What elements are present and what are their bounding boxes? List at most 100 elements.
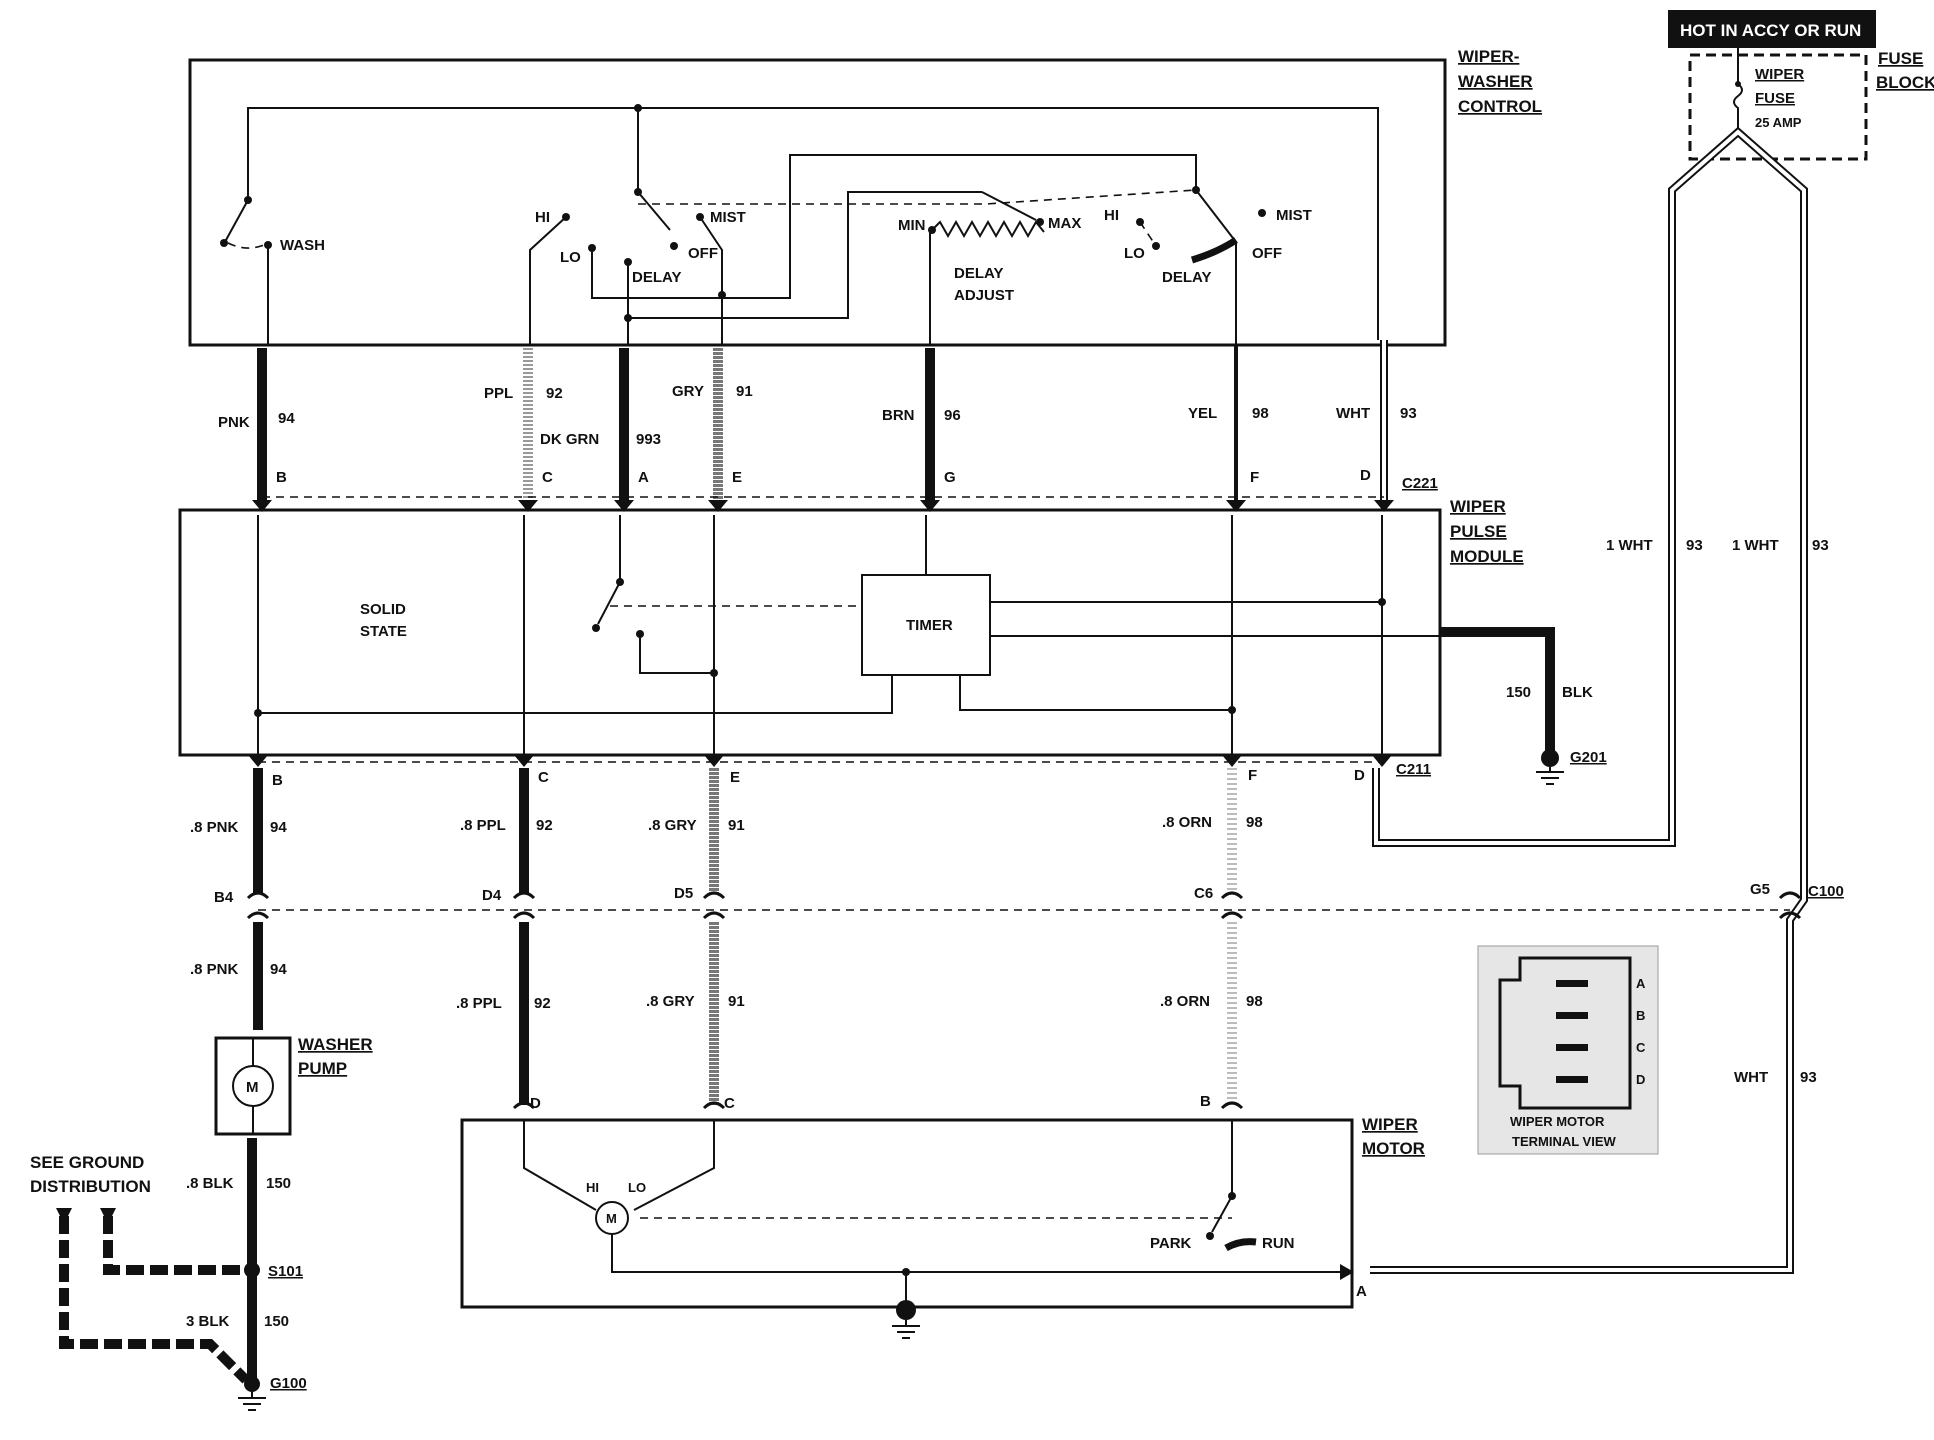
power-header: HOT IN ACCY OR RUN xyxy=(1668,10,1876,48)
dkgrn-num: 993 xyxy=(636,431,661,448)
power-label: HOT IN ACCY OR RUN xyxy=(1680,21,1861,40)
wiper-fuse-label-2: FUSE xyxy=(1755,90,1795,107)
c221-pin-b: B xyxy=(276,469,287,486)
washer-pump-title-2: PUMP xyxy=(298,1059,347,1078)
c211-pin-d: D xyxy=(1354,767,1365,784)
wht-feed-loop: 1 WHT 93 1 WHT 93 WHT 93 xyxy=(1370,126,1829,1274)
connector-c211: B C E F D C211 xyxy=(248,755,1431,789)
pulse-title-1: WIPER xyxy=(1450,497,1506,516)
c211-pin-e: E xyxy=(730,769,740,786)
wiper-pulse-module: WIPER PULSE MODULE SOLID STATE TIMER xyxy=(178,497,1524,757)
g201-name: G201 xyxy=(1570,749,1607,766)
brn-num: 96 xyxy=(944,407,961,424)
lo-label-1: LO xyxy=(560,249,581,266)
fuse-rating: 25 AMP xyxy=(1755,115,1802,130)
gry-num: 91 xyxy=(736,383,753,400)
solid-state-2: STATE xyxy=(360,623,407,640)
c100-name: C100 xyxy=(1808,883,1844,900)
c100-pin-b4: B4 xyxy=(214,889,234,906)
delay-adjust-resistor xyxy=(931,219,1045,239)
ground-dist-2: DISTRIBUTION xyxy=(30,1177,151,1196)
low-gry-label: .8 GRY xyxy=(646,993,695,1010)
c221-pin-g: G xyxy=(944,469,956,486)
ground-dist-1: SEE GROUND xyxy=(30,1153,144,1172)
fuse-block-title: FUSE xyxy=(1878,49,1923,68)
ppl-num: 92 xyxy=(546,385,563,402)
off-label-2: OFF xyxy=(1252,245,1282,262)
s101-name: S101 xyxy=(268,1263,303,1280)
upper-wires: PNK 94 PPL 92 DK GRN 993 GRY 91 BRN 96 Y… xyxy=(218,340,1417,500)
feed-left-label: 1 WHT xyxy=(1606,537,1653,554)
solid-state-1: SOLID xyxy=(360,601,406,618)
g100-name: G100 xyxy=(270,1375,307,1392)
terminal-pin-b: B xyxy=(1636,1008,1645,1023)
mist-label-1: MIST xyxy=(710,209,746,226)
hi-label-1: HI xyxy=(535,209,550,226)
lo-label-2: LO xyxy=(1124,245,1145,262)
mid-orn-num: 98 xyxy=(1246,814,1263,831)
blk3-num: 150 xyxy=(264,1313,289,1330)
washer-motor-symbol: M xyxy=(246,1079,259,1096)
c221-name: C221 xyxy=(1402,475,1438,492)
feed-right-num: 93 xyxy=(1812,537,1829,554)
c211-pin-c: C xyxy=(538,769,549,786)
ground-g201: 150 BLK G201 xyxy=(1440,627,1607,785)
c221-pin-d: D xyxy=(1360,467,1371,484)
mid-ppl-num: 92 xyxy=(536,817,553,834)
ground-distribution: SEE GROUND DISTRIBUTION .8 BLK 150 3 BLK… xyxy=(30,1138,307,1411)
blk8-label: .8 BLK xyxy=(186,1175,234,1192)
wht-num: 93 xyxy=(1400,405,1417,422)
mid-ppl-label: .8 PPL xyxy=(460,817,506,834)
c100-pin-c6: C6 xyxy=(1194,885,1213,902)
brn-label: BRN xyxy=(882,407,915,424)
c221-pin-f: F xyxy=(1250,469,1259,486)
blk8-num: 150 xyxy=(266,1175,291,1192)
delay-label-2: DELAY xyxy=(1162,269,1211,286)
fuse-element xyxy=(1733,48,1743,132)
feed-bottom-label: WHT xyxy=(1734,1069,1768,1086)
terminal-pin-a: A xyxy=(1636,976,1646,991)
terminal-pin-d: D xyxy=(1636,1072,1645,1087)
feed-bottom-num: 93 xyxy=(1800,1069,1817,1086)
dkgrn-label: DK GRN xyxy=(540,431,599,448)
motor-pin-c: C xyxy=(724,1095,735,1112)
mist-label-2: MIST xyxy=(1276,207,1312,224)
wiper-motor-title-2: MOTOR xyxy=(1362,1139,1425,1158)
delay-adjust-label-1: DELAY xyxy=(954,265,1003,282)
wiper-motor: WIPER MOTOR D C B A M HI LO PARK RUN xyxy=(460,1093,1425,1339)
feed-left-num: 93 xyxy=(1686,537,1703,554)
c100-pin-g5: G5 xyxy=(1750,881,1770,898)
delay-adjust-label-2: ADJUST xyxy=(954,287,1014,304)
control-title-3: CONTROL xyxy=(1458,97,1542,116)
timer-label: TIMER xyxy=(906,617,953,634)
connector-c221: B C A E G F D C221 xyxy=(252,467,1438,512)
wiper-motor-terminal-view: A B C D WIPER MOTOR TERMINAL VIEW xyxy=(1477,945,1659,1155)
washer-pump: M WASHER PUMP xyxy=(214,1035,373,1136)
pnk-label: PNK xyxy=(218,414,250,431)
delay-label-1: DELAY xyxy=(632,269,681,286)
fuse-block: FUSE BLOCK WIPER FUSE 25 AMP xyxy=(1688,48,1934,161)
c100-pin-d5: D5 xyxy=(674,885,693,902)
gry-label: GRY xyxy=(672,383,704,400)
mid-wires: .8 PNK 94 .8 PPL 92 .8 GRY 91 .8 ORN 98 xyxy=(190,768,1263,893)
mid-pnk-label: .8 PNK xyxy=(190,819,239,836)
motor-pin-b: B xyxy=(1200,1093,1211,1110)
low-ppl-label: .8 PPL xyxy=(456,995,502,1012)
mid-pnk-num: 94 xyxy=(270,819,287,836)
run-label: RUN xyxy=(1262,1235,1295,1252)
c221-pin-c: C xyxy=(542,469,553,486)
terminal-pin-c: C xyxy=(1636,1040,1646,1055)
park-label: PARK xyxy=(1150,1235,1192,1252)
terminal-caption-1: WIPER MOTOR xyxy=(1510,1114,1605,1129)
connector-c100: B4 D4 D5 C6 G5 C100 xyxy=(214,881,1844,920)
c211-name: C211 xyxy=(1396,761,1431,778)
yel-label: YEL xyxy=(1188,405,1217,422)
blk3-label: 3 BLK xyxy=(186,1313,230,1330)
c211-pin-f: F xyxy=(1248,767,1257,784)
c100-pin-d4: D4 xyxy=(482,887,502,904)
g201-num: 150 xyxy=(1506,684,1531,701)
wash-label: WASH xyxy=(280,237,325,254)
min-label: MIN xyxy=(898,217,926,234)
c221-pin-a: A xyxy=(638,469,649,486)
c221-pin-e: E xyxy=(732,469,742,486)
